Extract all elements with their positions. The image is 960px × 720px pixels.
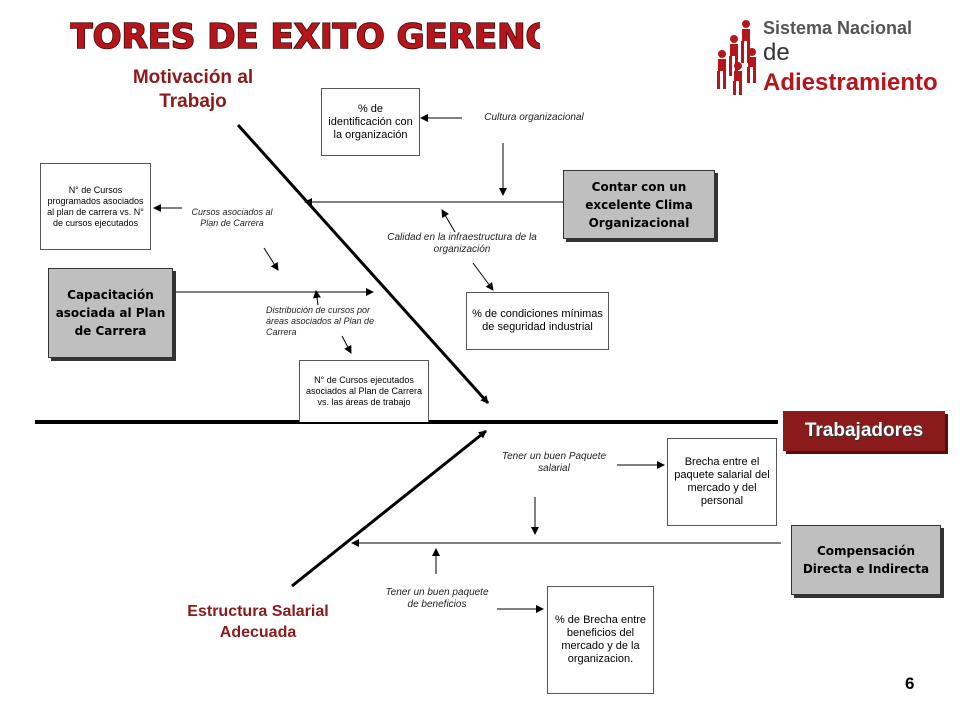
cause-cursos-asociados: Cursos asociados al Plan de Carrera (191, 207, 273, 228)
indicator-identificacion: % de identificación con la organización (321, 88, 420, 156)
logo-line2: de Adiestramiento (763, 38, 960, 98)
page-number: 6 (905, 674, 915, 693)
factor-compensacion: Compensación Directa e Indirecta (791, 525, 941, 595)
head-motivacion: Motivación al Trabajo (132, 67, 254, 112)
cause-cultura: Cultura organizacional (484, 112, 584, 123)
factor-capacitacion: Capacitación asociada al Plan de Carrera (48, 268, 173, 358)
logo-main: Adiestramiento (763, 69, 938, 96)
cause-calidad: Calidad en la infraestructura de la orga… (387, 232, 537, 255)
indicator-cursos-programados: N° de Cursos programados asociados al pl… (40, 163, 151, 250)
indicator-condiciones: % de condiciones mínimas de seguridad in… (466, 292, 609, 350)
indicator-brecha-paquete: Brecha entre el paquete salarial del mer… (667, 438, 777, 526)
cause-paquete-salarial: Tener un buen Paquete salarial (501, 451, 607, 474)
cause-paquete-beneficios: Tener un buen paquete de beneficios (385, 587, 489, 610)
bone-estructura (291, 429, 487, 588)
svg-text:FACTORES DE EXITO GERENCIAL: FACTORES DE EXITO GERENCIAL (70, 17, 540, 57)
arrow-distribucion-down (341, 335, 352, 354)
factor-clima: Contar con un excelente Clima Organizaci… (563, 170, 715, 239)
arrow-cursos-asociados (263, 247, 279, 271)
page-title: FACTORES DE EXITO GERENCIAL (70, 16, 540, 58)
logo-line1: Sistema Nacional (763, 18, 913, 38)
head-trabajadores: Trabajadores (783, 411, 945, 451)
arrow-calidad-condiciones (472, 262, 494, 291)
indicator-brecha-beneficios: % de Brecha entre beneficios del mercado… (547, 586, 654, 694)
arrow-calidad-up (441, 209, 456, 233)
indicator-cursos-ejecutados: N° de Cursos ejecutados asociados al Pla… (299, 360, 429, 422)
logo: Sistema Nacional de Adiestramiento (763, 18, 960, 98)
arrow-distribucion-up (313, 290, 321, 306)
logo-figures-icon (717, 20, 756, 95)
logo-prefix: de (763, 39, 790, 66)
head-estructura: Estructura Salarial Adecuada (187, 603, 329, 641)
cause-distribucion: Distribución de cursos por áreas asociad… (266, 305, 375, 337)
bone-motivacion (236, 123, 490, 405)
